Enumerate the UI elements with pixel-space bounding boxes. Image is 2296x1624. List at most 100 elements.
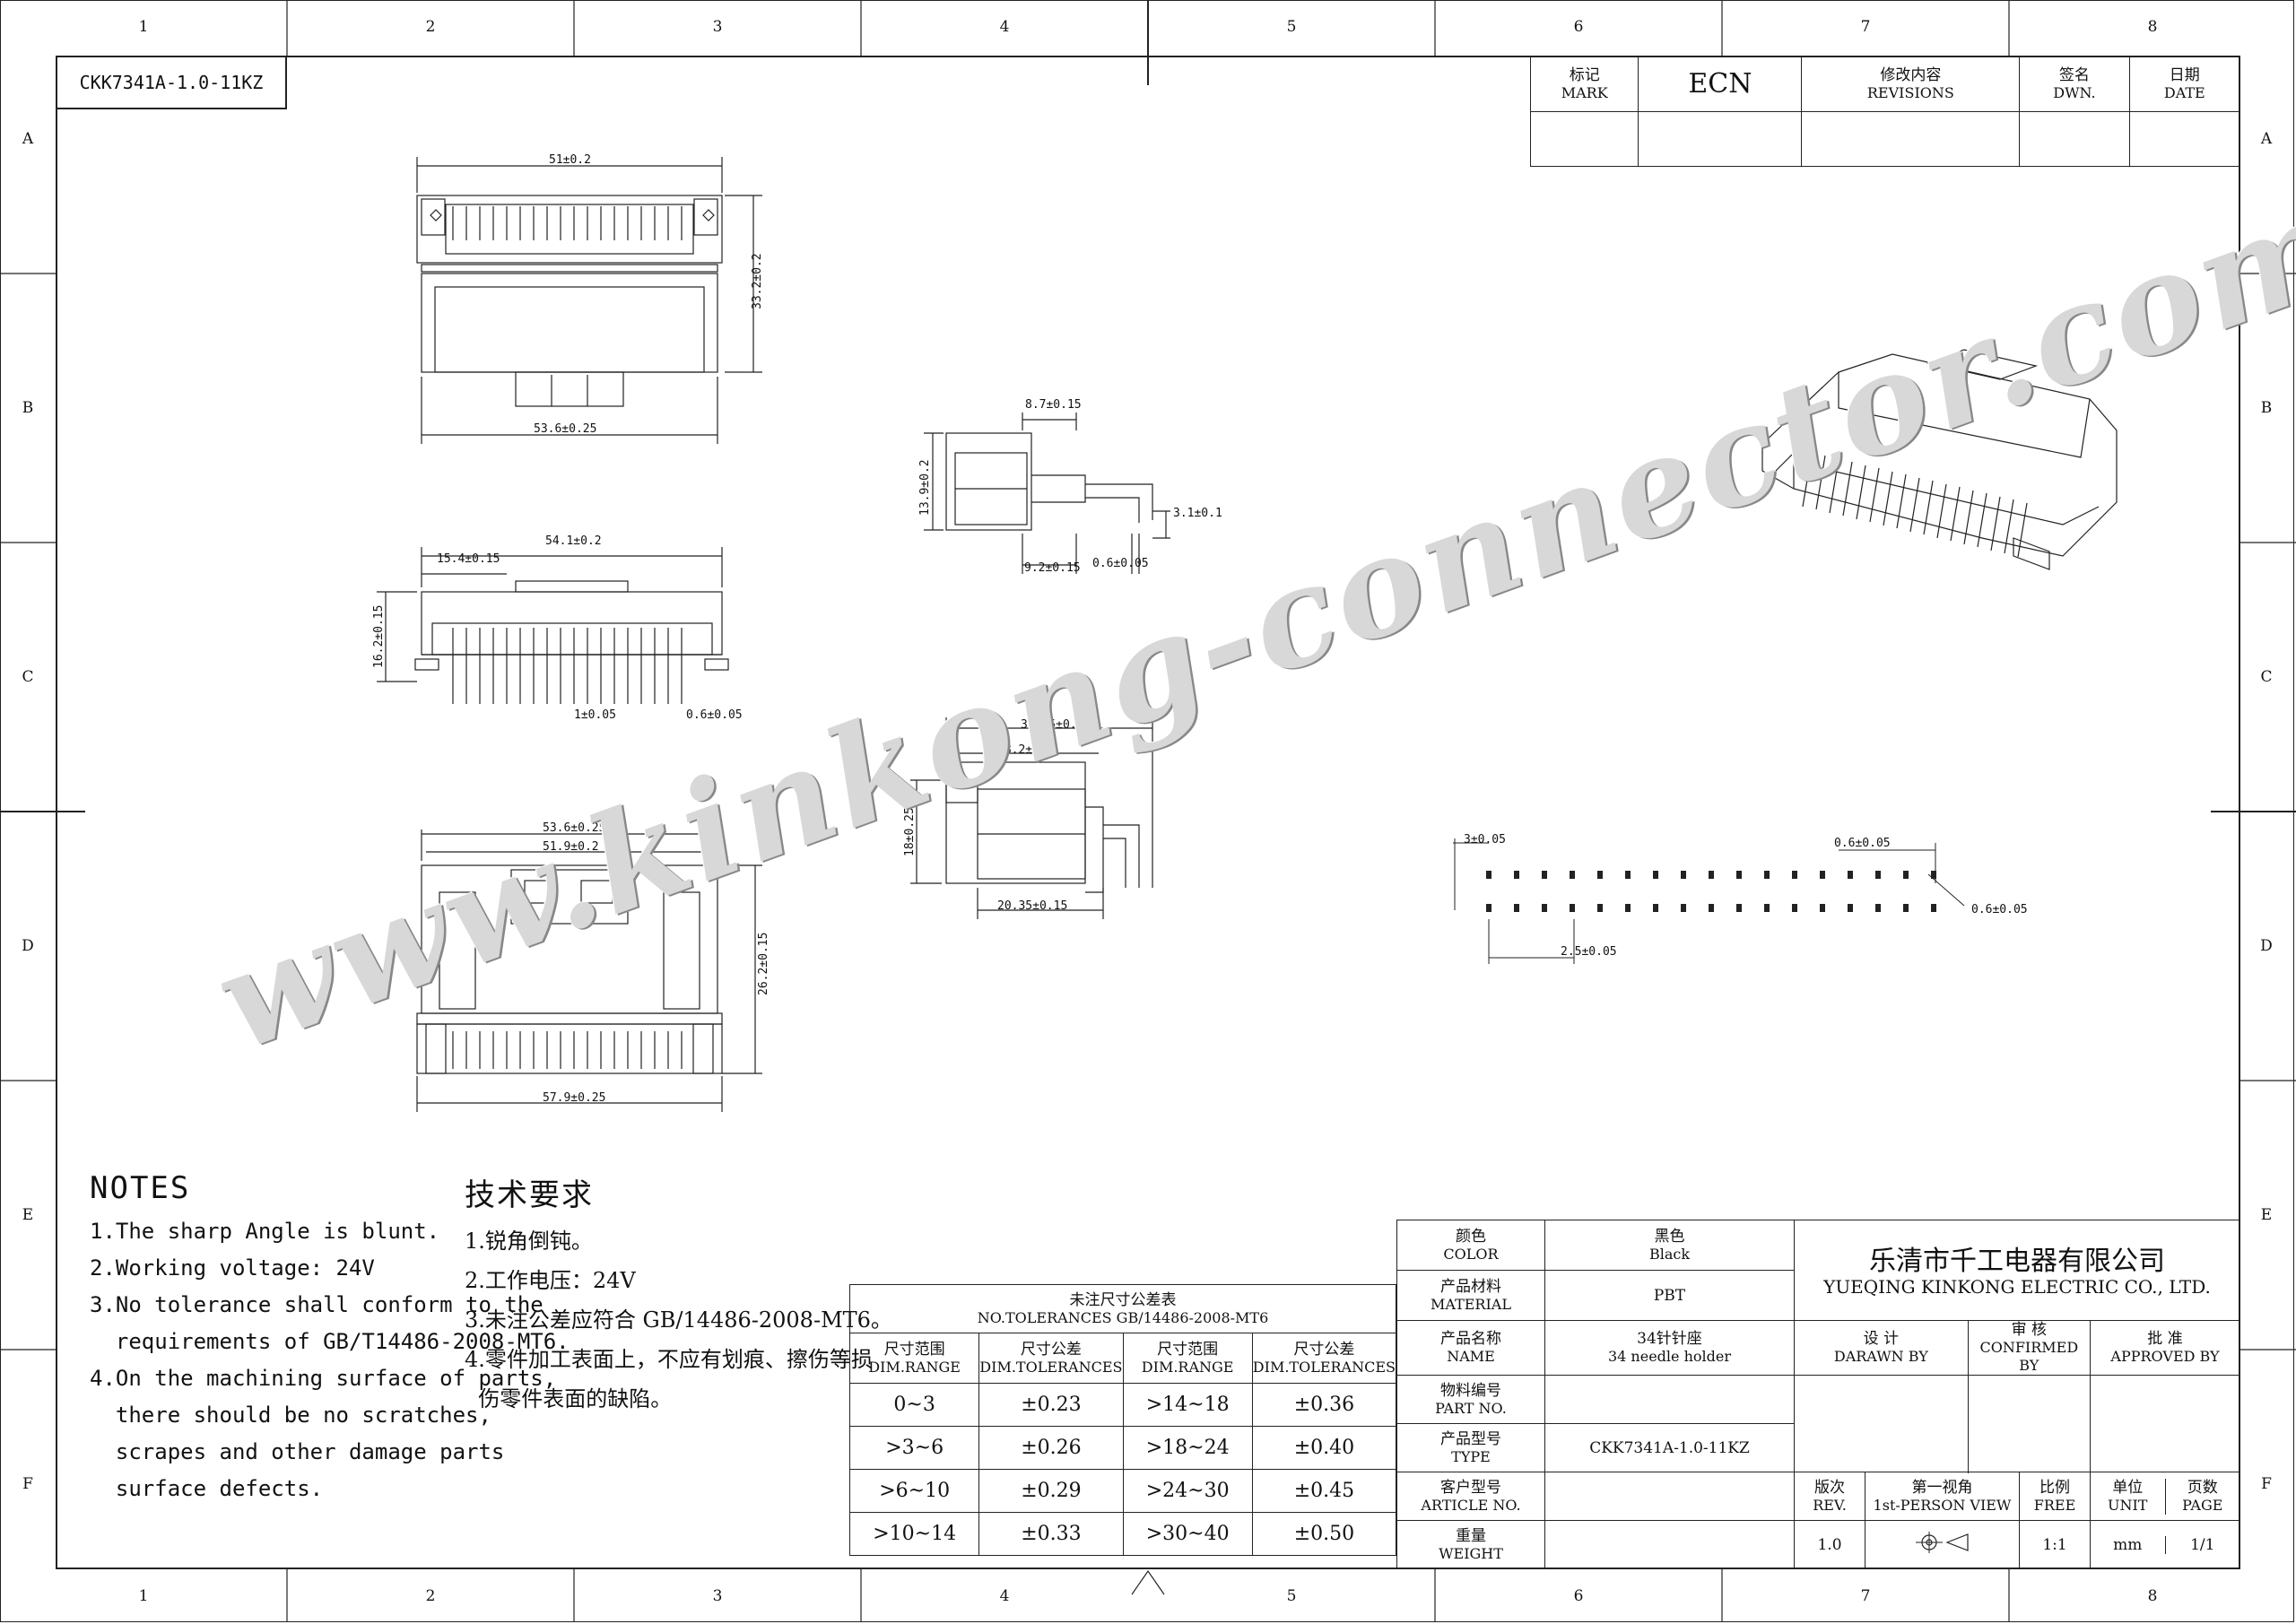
zone-row-e-right: E: [2260, 1206, 2273, 1224]
th-cn: 尺寸范围: [883, 1340, 945, 1359]
note-line: requirements of GB/T14486-2008-MT6.: [90, 1329, 570, 1354]
value-part-no: [1544, 1375, 1795, 1424]
table-cell: ±0.29: [978, 1469, 1124, 1513]
table-cell: ±0.45: [1251, 1469, 1397, 1513]
tolerance-title: 未注尺寸公差表 NO.TOLERANCES GB/14486-2008-MT6: [849, 1284, 1396, 1333]
rev-cell: [1638, 111, 1803, 167]
zone-col-3: 3: [712, 18, 723, 36]
zone-row-a-right: A: [2260, 130, 2273, 148]
table-cell: >6~10: [848, 1469, 980, 1513]
rev-en: REV.: [1813, 1496, 1847, 1514]
table-cell: ±0.33: [978, 1512, 1124, 1556]
zone-row-b-right: B: [2260, 399, 2273, 417]
zone-col-1-bottom: 1: [138, 1587, 149, 1605]
label-en: COLOR: [1443, 1245, 1499, 1263]
zone-row-f: F: [22, 1475, 33, 1493]
label-cn: 产品型号: [1440, 1429, 1501, 1448]
first-angle-projection-icon: [1915, 1532, 1969, 1553]
table-cell: >24~30: [1122, 1469, 1253, 1513]
dim-bottom-height: 26.2±0.15: [757, 933, 770, 995]
view-en: 1st-PERSON VIEW: [1873, 1496, 2012, 1514]
design-en: DARAWN BY: [1833, 1348, 1928, 1365]
label-cn: 产品材料: [1440, 1277, 1501, 1296]
note-line: surface defects.: [90, 1476, 324, 1501]
company-en: YUEQING KINKONG ELECTRIC CO., LTD.: [1823, 1275, 2211, 1298]
dim-side2-w2: 28.2±0.2: [997, 743, 1054, 757]
table-cell: ±0.23: [978, 1383, 1124, 1427]
scale-en: FREE: [2033, 1496, 2076, 1514]
zone-col-2: 2: [425, 18, 436, 36]
rev-dwn-en: DWN.: [2053, 83, 2096, 101]
table-cell: ±0.36: [1251, 1383, 1397, 1427]
table-cell: >3~6: [848, 1426, 980, 1470]
label-cn: 物料编号: [1440, 1381, 1501, 1400]
rev-cell: [1801, 111, 2021, 167]
approve-cn: 批 准: [2147, 1330, 2183, 1348]
table-cell: >18~24: [1122, 1426, 1253, 1470]
revision-table: 标记 MARK ECN 修改内容 REVISIONS 签名 DWN. 日期 DA…: [1529, 56, 2241, 167]
zone-col-4-bottom: 4: [999, 1587, 1010, 1605]
pcb-footprint: [1486, 871, 1936, 912]
dim-front-pitch: 1±0.05: [574, 708, 616, 722]
page-en: PAGE: [2182, 1496, 2223, 1514]
value-en: Black: [1648, 1245, 1691, 1263]
tolerance-title-en: NO.TOLERANCES GB/14486-2008-MT6: [977, 1308, 1269, 1326]
scale-value: 1:1: [2019, 1520, 2091, 1569]
th-en: DIM.RANGE: [1141, 1358, 1234, 1376]
th-en: DIM.RANGE: [868, 1358, 961, 1376]
note-line: 2.Working voltage: 24V: [90, 1255, 375, 1281]
label-en: NAME: [1447, 1348, 1495, 1365]
zone-col-7-bottom: 7: [1860, 1587, 1871, 1605]
zone-col-4: 4: [999, 18, 1010, 36]
table-cell: >10~14: [848, 1512, 980, 1556]
dim-footprint-d2: 0.6±0.05: [1834, 837, 1891, 850]
projection-symbol: [1865, 1520, 2020, 1569]
zone-col-3-bottom: 3: [712, 1587, 723, 1605]
value-en: 34 needle holder: [1607, 1348, 1731, 1365]
dim-footprint-d1: 3±0.05: [1464, 833, 1506, 847]
value-cn: 34针针座: [1637, 1330, 1702, 1348]
notes-cn: 技术要求 1.锐角倒钝。 2.工作电压：24V 3.未注公差应符合 GB/144…: [465, 1170, 892, 1419]
confirm-cn: 审 核: [2011, 1321, 2048, 1339]
rev-mark-header: 标记 MARK: [1529, 56, 1639, 112]
zone-col-5: 5: [1286, 18, 1297, 36]
label-cn: 客户型号: [1440, 1478, 1501, 1497]
note-line: 1.The sharp Angle is blunt.: [90, 1219, 440, 1244]
label-en: ARTICLE NO.: [1421, 1496, 1521, 1514]
zone-col-8: 8: [2147, 18, 2158, 36]
confirm-sign: [1967, 1375, 2092, 1472]
notes-title: NOTES: [90, 1170, 191, 1206]
dim-front-pin: 0.6±0.05: [686, 708, 743, 722]
notes-en: NOTES 1.The sharp Angle is blunt. 2.Work…: [90, 1170, 570, 1507]
th-cn: 尺寸范围: [1157, 1340, 1219, 1359]
rev-dwn-cn: 签名: [2058, 65, 2090, 84]
rev-mark-en: MARK: [1561, 83, 1608, 101]
table-cell: >30~40: [1122, 1512, 1253, 1556]
note-cn-line: 1.锐角倒钝。: [465, 1229, 593, 1254]
rev-date-en: DATE: [2163, 83, 2205, 101]
rev-mark-cn: 标记: [1569, 65, 1600, 84]
dim-top-width: 51±0.2: [549, 153, 591, 167]
dim-bottom-base: 57.9±0.25: [543, 1091, 605, 1105]
note-line: 3.No tolerance shall conform to the: [90, 1292, 544, 1317]
rev-cn: 版次: [1814, 1478, 1845, 1497]
unit-cn: 单位: [2112, 1478, 2144, 1497]
table-cell: 0~3: [848, 1383, 980, 1427]
note-line: scrapes and other damage parts: [90, 1439, 505, 1464]
company-name: 乐清市千工电器有限公司 YUEQING KINKONG ELECTRIC CO.…: [1794, 1220, 2240, 1321]
